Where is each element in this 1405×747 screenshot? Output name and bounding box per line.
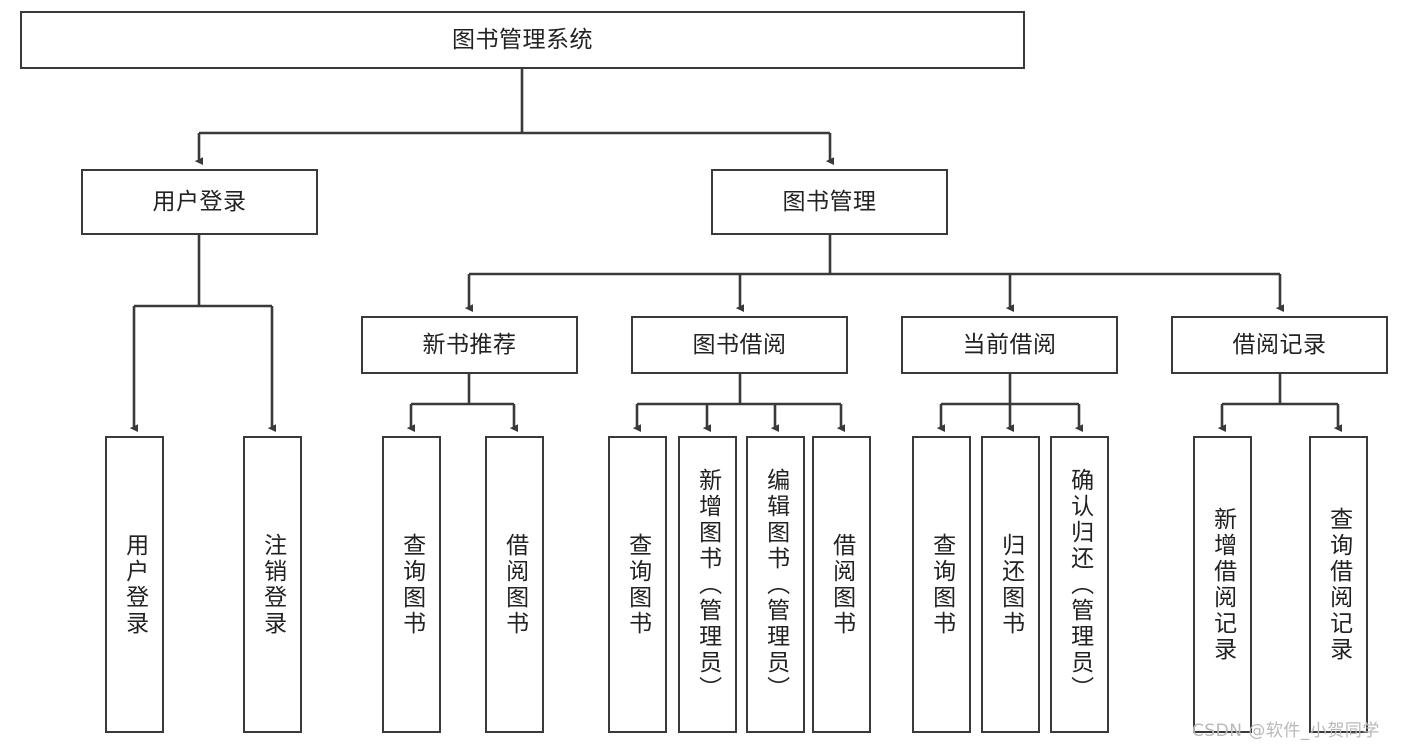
node-new-book-recommend-label: 新书推荐 bbox=[422, 331, 517, 358]
node-leaf-logout-login-label: 注销登录 bbox=[259, 532, 286, 637]
node-leaf-user-login-label: 用户登录 bbox=[121, 532, 148, 637]
node-root[interactable]: 图书管理系统 bbox=[20, 11, 1025, 69]
node-leaf-borrow-book-1-label: 借阅图书 bbox=[501, 532, 528, 637]
node-borrow-record[interactable]: 借阅记录 bbox=[1171, 316, 1388, 374]
node-book-borrow-label: 图书借阅 bbox=[692, 331, 787, 358]
node-current-borrow-label: 当前借阅 bbox=[962, 331, 1057, 358]
node-book-borrow[interactable]: 图书借阅 bbox=[631, 316, 848, 374]
node-user-login-label: 用户登录 bbox=[152, 188, 247, 215]
node-leaf-borrow-book-1[interactable]: 借阅图书 bbox=[485, 436, 544, 733]
node-leaf-add-book-label: 新增图书（管理员） bbox=[694, 467, 721, 702]
node-leaf-query-book-3[interactable]: 查询图书 bbox=[912, 436, 971, 733]
node-book-manage-label: 图书管理 bbox=[782, 188, 877, 215]
node-leaf-borrow-book-2-label: 借阅图书 bbox=[828, 532, 855, 637]
node-leaf-return-book[interactable]: 归还图书 bbox=[981, 436, 1040, 733]
node-leaf-return-book-label: 归还图书 bbox=[997, 532, 1024, 637]
node-leaf-query-book-2-label: 查询图书 bbox=[624, 532, 651, 637]
node-leaf-user-login[interactable]: 用户登录 bbox=[105, 436, 164, 733]
node-leaf-edit-book-label: 编辑图书（管理员） bbox=[762, 467, 789, 702]
node-leaf-edit-book[interactable]: 编辑图书（管理员） bbox=[746, 436, 805, 733]
node-user-login[interactable]: 用户登录 bbox=[81, 169, 318, 235]
csdn-watermark: CSDN @软件_小贺同学 bbox=[1192, 721, 1380, 741]
node-leaf-add-record[interactable]: 新增借阅记录 bbox=[1193, 436, 1252, 733]
node-current-borrow[interactable]: 当前借阅 bbox=[901, 316, 1118, 374]
node-leaf-confirm-return[interactable]: 确认归还（管理员） bbox=[1050, 436, 1109, 733]
node-leaf-query-book-3-label: 查询图书 bbox=[928, 532, 955, 637]
node-book-manage[interactable]: 图书管理 bbox=[711, 169, 948, 235]
node-leaf-logout-login[interactable]: 注销登录 bbox=[243, 436, 302, 733]
node-borrow-record-label: 借阅记录 bbox=[1232, 331, 1327, 358]
node-leaf-add-record-label: 新增借阅记录 bbox=[1209, 506, 1236, 663]
node-leaf-query-record-label: 查询借阅记录 bbox=[1325, 506, 1352, 663]
node-leaf-query-record[interactable]: 查询借阅记录 bbox=[1309, 436, 1368, 733]
node-leaf-confirm-return-label: 确认归还（管理员） bbox=[1066, 467, 1093, 702]
node-new-book-recommend[interactable]: 新书推荐 bbox=[361, 316, 578, 374]
node-leaf-query-book-1-label: 查询图书 bbox=[398, 532, 425, 637]
node-leaf-borrow-book-2[interactable]: 借阅图书 bbox=[812, 436, 871, 733]
node-leaf-query-book-1[interactable]: 查询图书 bbox=[382, 436, 441, 733]
node-leaf-query-book-2[interactable]: 查询图书 bbox=[608, 436, 667, 733]
node-leaf-add-book[interactable]: 新增图书（管理员） bbox=[678, 436, 737, 733]
node-root-label: 图书管理系统 bbox=[452, 26, 593, 53]
